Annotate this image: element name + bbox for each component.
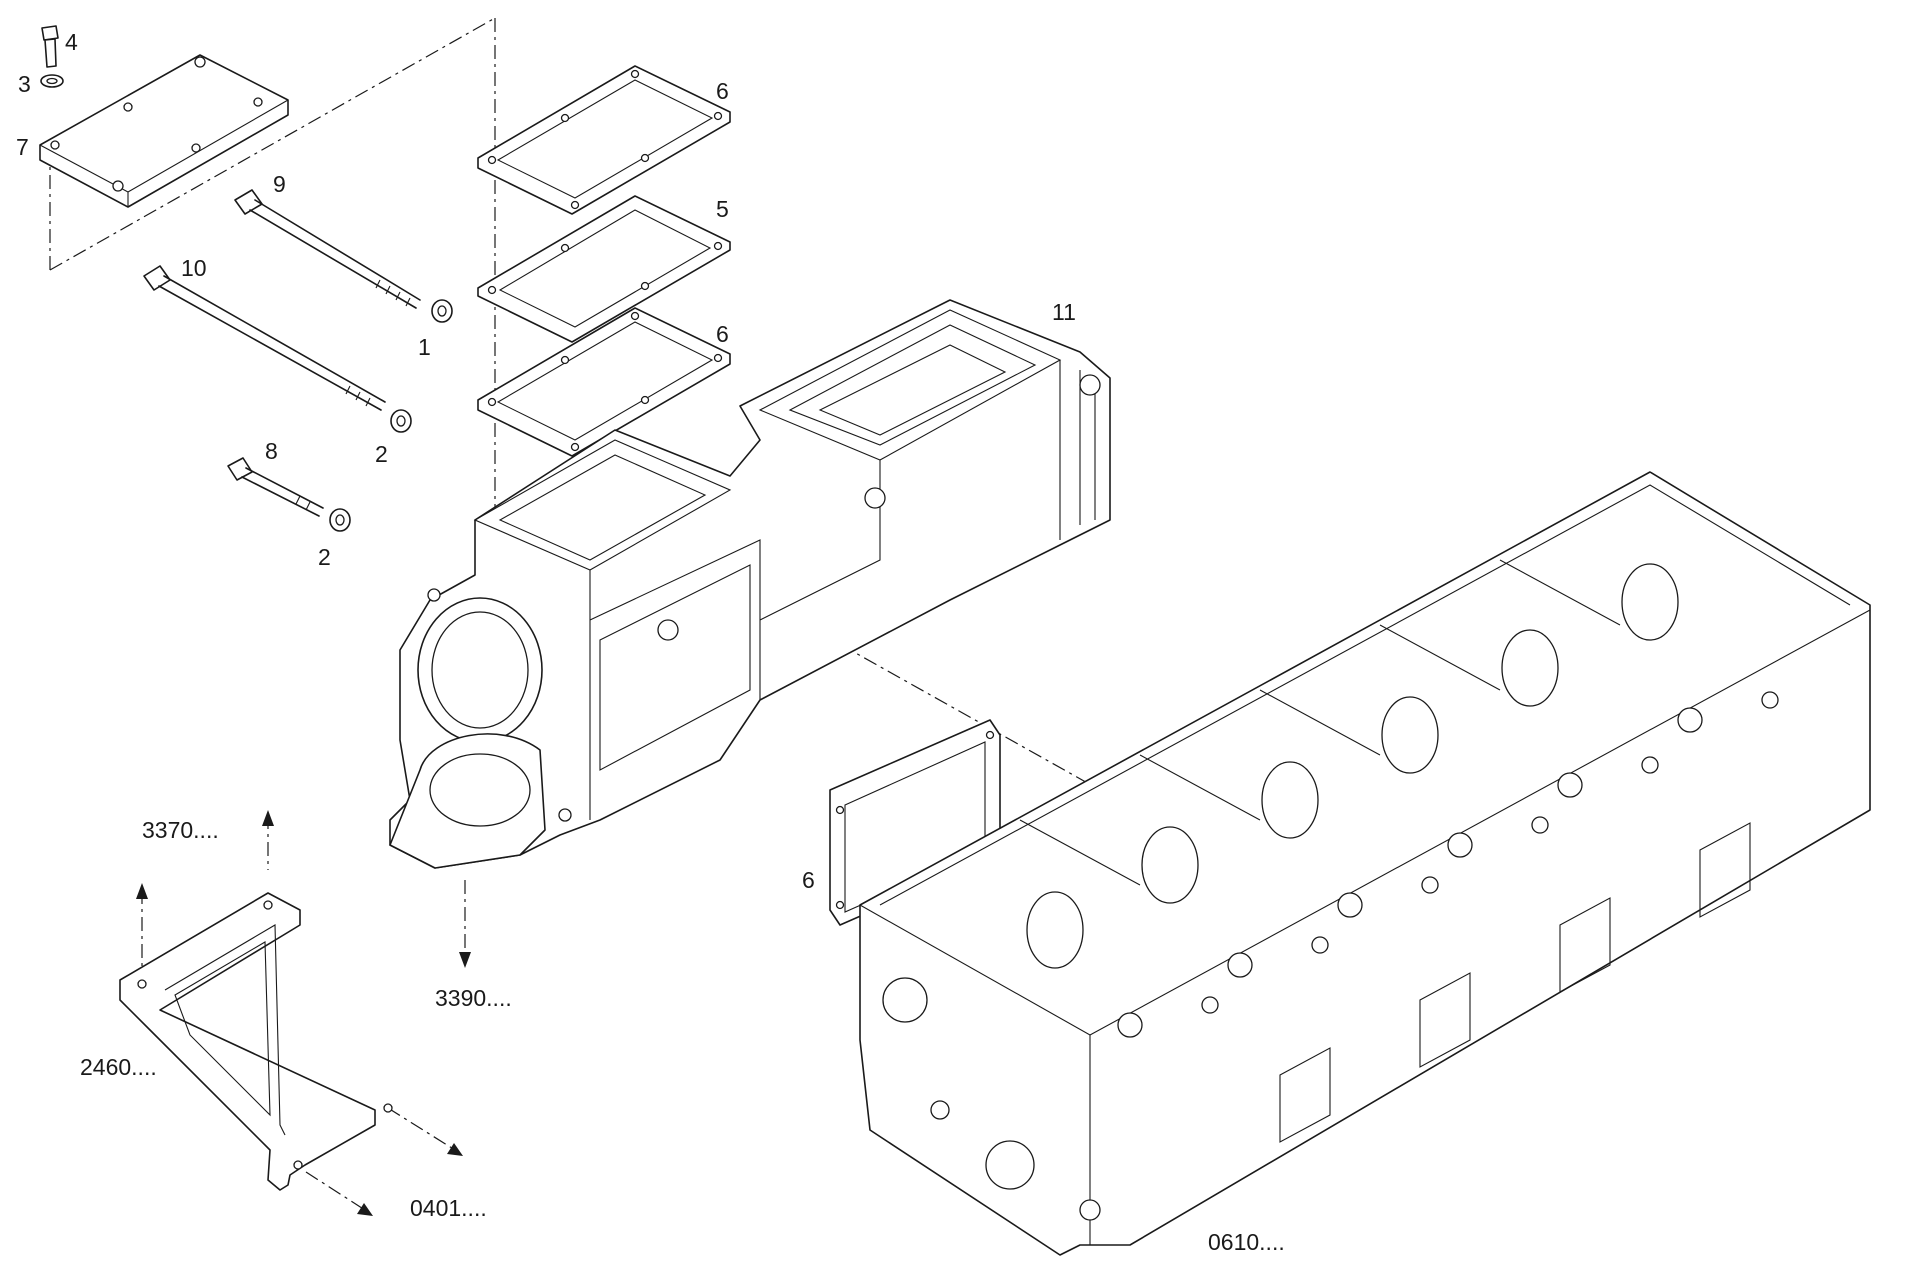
callout-7: 7: [16, 134, 29, 160]
bolt-9: [234, 189, 453, 323]
callout-5: 5: [716, 196, 729, 222]
intake-manifold-11: [389, 299, 1111, 869]
callout-1: 1: [418, 334, 431, 360]
bolt-10: [143, 265, 412, 433]
callout-9: 9: [273, 171, 286, 197]
callout-labels: 4 3 7 9 10 1 2 8 2 6 5 6 11 6 3370.... 3…: [16, 29, 1285, 1255]
reference-arrows: [136, 810, 471, 1216]
gasket-6-upper: [477, 65, 731, 215]
reference-2460: 2460....: [80, 1054, 157, 1080]
cover-plate-7: [39, 54, 289, 208]
callout-6-upper: 6: [716, 78, 729, 104]
gasket-5: [477, 195, 731, 343]
callout-6-middle: 6: [716, 321, 729, 347]
callout-3: 3: [18, 71, 31, 97]
cylinder-head-0610: [859, 471, 1871, 1256]
reference-3390: 3390....: [435, 985, 512, 1011]
callout-2-upper: 2: [375, 441, 388, 467]
callout-11: 11: [1052, 299, 1076, 325]
reference-3370: 3370....: [142, 817, 219, 843]
bolt-8: [227, 457, 351, 532]
callout-6-lower: 6: [802, 867, 815, 893]
bolt-4: [41, 25, 59, 68]
reference-0610: 0610....: [1208, 1229, 1285, 1255]
reference-0401: 0401....: [410, 1195, 487, 1221]
callout-4: 4: [65, 29, 78, 55]
callout-8: 8: [265, 438, 278, 464]
bracket-2460: [119, 892, 393, 1191]
washer-3: [40, 74, 64, 88]
callout-10: 10: [181, 255, 207, 281]
callout-2-lower: 2: [318, 544, 331, 570]
gasket-6-middle: [477, 307, 731, 457]
